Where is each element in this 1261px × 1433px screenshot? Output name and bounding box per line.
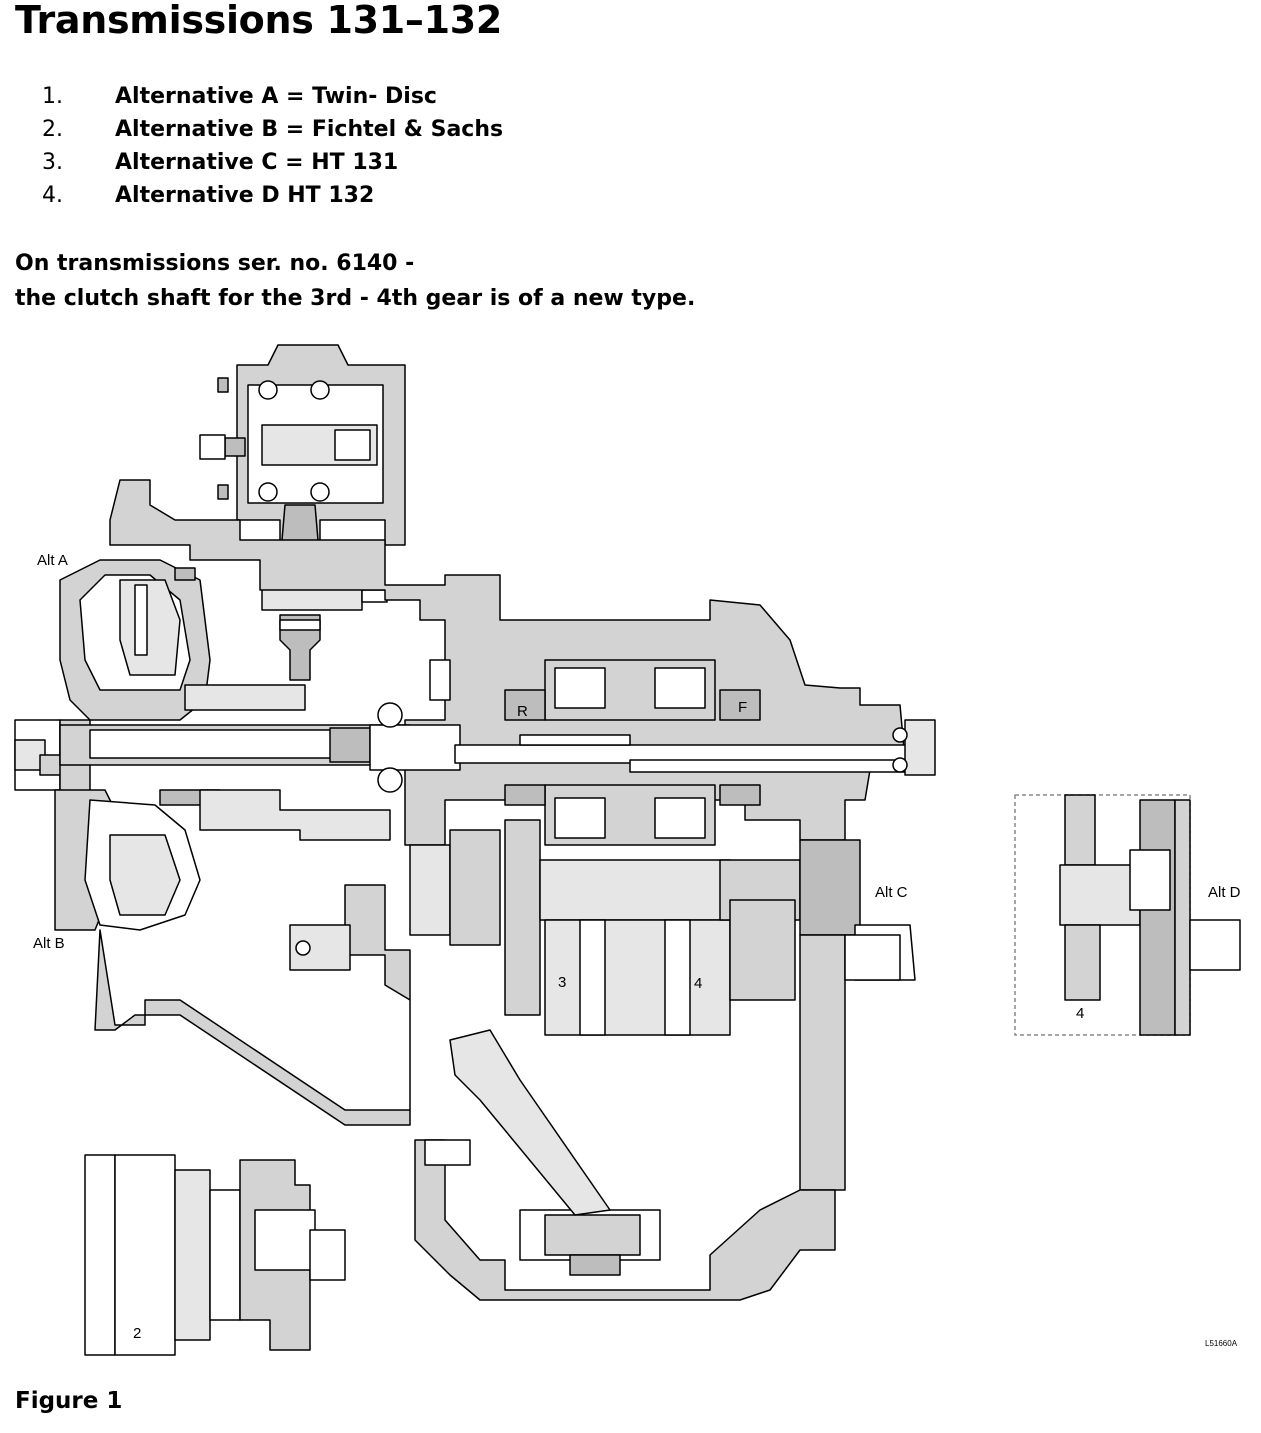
- list-text: Alternative D HT 132: [115, 183, 375, 208]
- main-shaft: [59, 702, 936, 793]
- label-gear-r: R: [517, 703, 528, 720]
- label-gear-4: 4: [694, 975, 702, 992]
- list-number: 1.: [42, 84, 63, 109]
- list-item: 4. Alternative D HT 132: [42, 179, 503, 212]
- output-flange-alt-c: [844, 934, 901, 981]
- alternatives-list: 1. Alternative A = Twin- Disc 2. Alterna…: [42, 80, 503, 212]
- figure-caption: Figure 1: [15, 1388, 123, 1414]
- list-text: Alternative C = HT 131: [115, 150, 399, 175]
- list-number: 4.: [42, 183, 63, 208]
- label-alt-c: Alt C: [875, 884, 908, 901]
- serial-note-line-1: On transmissions ser. no. 6140 -: [15, 251, 415, 276]
- torque-converter-alt-a: [59, 559, 306, 721]
- drawing-reference-code: L51660A: [1205, 1339, 1238, 1348]
- clutch-packs: [504, 659, 761, 846]
- list-text: Alternative A = Twin- Disc: [115, 84, 437, 109]
- label-gear-3: 3: [558, 974, 566, 991]
- alt-d-detail: [1014, 794, 1241, 1036]
- serial-note-line-2: the clutch shaft for the 3rd - 4th gear …: [15, 286, 696, 311]
- lower-right-housing: [414, 934, 846, 1301]
- label-alt-b: Alt B: [33, 935, 65, 952]
- list-number: 2.: [42, 117, 63, 142]
- label-gear-f: F: [738, 699, 747, 716]
- label-alt-a: Alt A: [37, 552, 68, 569]
- list-text: Alternative B = Fichtel & Sachs: [115, 117, 504, 142]
- serial-note: On transmissions ser. no. 6140 - the clu…: [15, 246, 695, 316]
- list-item: 3. Alternative C = HT 131: [42, 146, 503, 179]
- label-detail-b-number: 2: [133, 1325, 141, 1342]
- alt-b-detail: [84, 1154, 346, 1356]
- label-detail-d-gear: 4: [1076, 1005, 1084, 1022]
- page-title: Transmissions 131–132: [15, 0, 503, 42]
- upper-gear-housing: [199, 344, 406, 546]
- lower-housing-alt-b: [54, 789, 411, 1126]
- list-number: 3.: [42, 150, 63, 175]
- list-item: 1. Alternative A = Twin- Disc: [42, 80, 503, 113]
- list-item: 2. Alternative B = Fichtel & Sachs: [42, 113, 503, 146]
- label-alt-d: Alt D: [1208, 884, 1241, 901]
